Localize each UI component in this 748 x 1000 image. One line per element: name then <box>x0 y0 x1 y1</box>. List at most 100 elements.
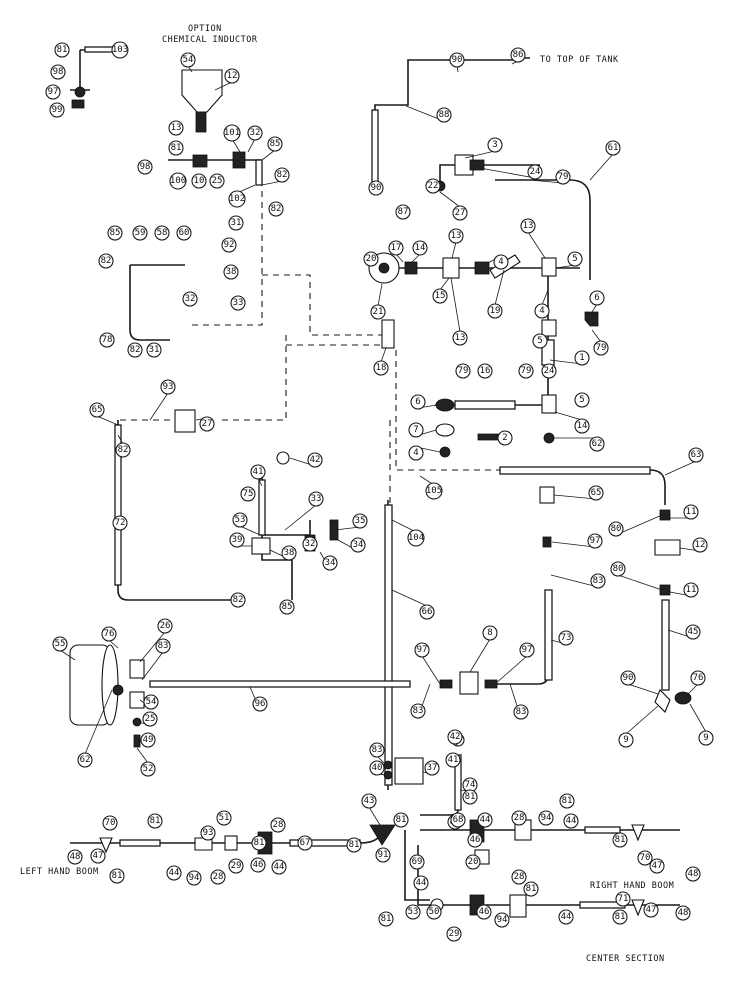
callout-80: 80 <box>610 561 626 577</box>
callout-circle <box>408 445 424 461</box>
callout-number: 99 <box>52 105 63 115</box>
callout-4: 4 <box>534 303 550 319</box>
callout-44: 44 <box>413 875 429 891</box>
callout-number: 82 <box>271 204 282 214</box>
callout-number: 81 <box>465 792 476 802</box>
callout-75: 75 <box>240 486 256 502</box>
callout-80: 80 <box>608 521 624 537</box>
callout-circle <box>395 204 411 220</box>
callout-20: 20 <box>465 854 481 870</box>
callout-circle <box>369 760 385 776</box>
callout-circle <box>279 599 295 615</box>
callout-51: 51 <box>216 810 232 826</box>
callout-number: 38 <box>226 267 237 277</box>
callout-circle <box>618 732 634 748</box>
callout-number: 28 <box>273 820 284 830</box>
callout-circle <box>49 102 65 118</box>
callout-38: 38 <box>281 545 297 561</box>
callout-circle <box>77 752 93 768</box>
callout-number: 83 <box>593 576 604 586</box>
callout-number: 101 <box>224 128 240 138</box>
callout-43: 43 <box>361 793 377 809</box>
callout-number: 81 <box>57 45 68 55</box>
callout-circle <box>559 793 575 809</box>
callout-39: 39 <box>229 532 245 548</box>
callout-circle <box>412 240 428 256</box>
callout-79: 79 <box>455 363 471 379</box>
callout-circle <box>98 253 114 269</box>
callout-circle <box>250 857 266 873</box>
callout-number: 78 <box>102 335 113 345</box>
callout-circle <box>637 850 653 866</box>
callout-circle <box>683 504 699 520</box>
callout-83: 83 <box>590 573 606 589</box>
callout-circle <box>450 812 466 828</box>
callout-number: 67 <box>300 838 311 848</box>
callout-2: 2 <box>497 430 513 446</box>
callout-circle <box>157 618 173 634</box>
callout-number: 66 <box>422 607 433 617</box>
callout-circle <box>426 904 442 920</box>
callout-11: 11 <box>683 582 699 598</box>
callout-circle <box>477 363 493 379</box>
callout-number: 42 <box>310 455 321 465</box>
callout-25: 25 <box>142 711 158 727</box>
leader-lines <box>59 60 707 826</box>
callout-25: 25 <box>209 173 225 189</box>
callout-circle <box>497 430 513 446</box>
callout-32: 32 <box>302 536 318 552</box>
callout-circle <box>369 742 385 758</box>
callout-circle <box>368 180 384 196</box>
callout-number: 40 <box>372 763 383 773</box>
option-label: OPTION <box>188 24 222 34</box>
callout-number: 80 <box>611 524 622 534</box>
callout-76: 76 <box>101 626 117 642</box>
callout-79: 79 <box>593 340 609 356</box>
callout-number: 4 <box>413 448 418 458</box>
callout-number: 5 <box>537 336 542 346</box>
callout-number: 13 <box>171 123 182 133</box>
callout-67: 67 <box>297 835 313 851</box>
callout-circle <box>143 694 159 710</box>
callout-13: 13 <box>452 330 468 346</box>
callout-circle <box>281 545 297 561</box>
callout-circle <box>101 626 117 642</box>
callout-circle <box>527 164 543 180</box>
callout-16: 16 <box>477 363 493 379</box>
callout-number: 21 <box>373 307 384 317</box>
callout-53: 53 <box>405 904 421 920</box>
callout-circle <box>160 379 176 395</box>
callout-number: 5 <box>579 395 584 405</box>
callout-83: 83 <box>155 638 171 654</box>
callout-number: 94 <box>497 915 508 925</box>
callout-22: 22 <box>425 178 441 194</box>
callout-63: 63 <box>688 447 704 463</box>
callout-93: 93 <box>160 379 176 395</box>
callout-circle <box>228 858 244 874</box>
callout-circle <box>510 47 526 63</box>
callout-circle <box>308 491 324 507</box>
callout-number: 81 <box>349 840 360 850</box>
callout-78: 78 <box>99 332 115 348</box>
callout-number: 9 <box>703 733 708 743</box>
callout-44: 44 <box>166 865 182 881</box>
callout-circle <box>115 442 131 458</box>
callout-number: 12 <box>227 71 238 81</box>
callout-92: 92 <box>221 237 237 253</box>
callout-circle <box>146 342 162 358</box>
callout-circle <box>487 303 503 319</box>
callout-circle <box>520 218 536 234</box>
callout-41: 41 <box>445 752 461 768</box>
callout-73: 73 <box>558 630 574 646</box>
callout-number: 25 <box>145 714 156 724</box>
callout-circle <box>107 225 123 241</box>
callout-12: 12 <box>692 537 708 553</box>
callout-62: 62 <box>589 436 605 452</box>
callout-number: 34 <box>353 540 364 550</box>
callout-circle <box>493 254 509 270</box>
callout-number: 42 <box>450 732 461 742</box>
callout-number: 8 <box>487 628 492 638</box>
callout-number: 32 <box>250 128 261 138</box>
callout-number: 25 <box>212 176 223 186</box>
